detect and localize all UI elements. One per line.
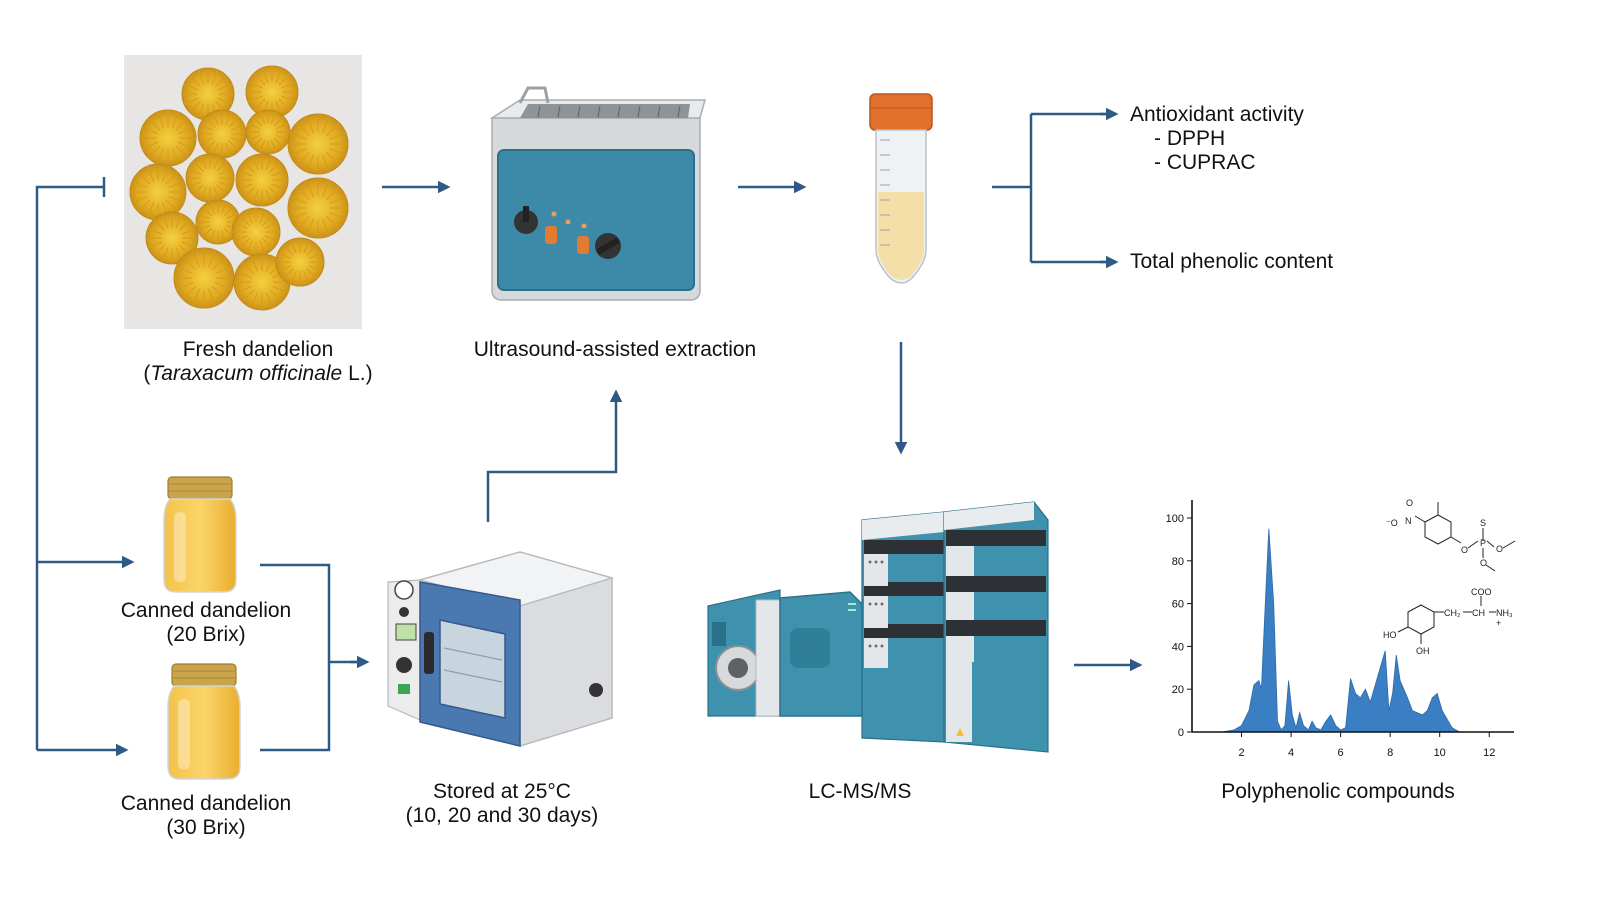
- x-tick-label: 6: [1338, 747, 1344, 759]
- canned-30-label: Canned dandelion (30 Brix): [96, 792, 316, 840]
- chem-nh3: NH₃: [1496, 608, 1513, 618]
- stored-duration: (10, 20 and 30 days): [405, 804, 599, 827]
- y-tick-label: 80: [1172, 556, 1184, 568]
- chem-plus: +: [1496, 618, 1501, 628]
- canned-20-name: Canned dandelion: [120, 599, 292, 622]
- falcon-tube-icon: [869, 93, 933, 284]
- lc-ms-ms-instrument-icon: [707, 501, 1049, 753]
- canned-30-brix: (30 Brix): [166, 816, 246, 839]
- fresh-dandelion-species: (Taraxacum officinale L.): [120, 362, 396, 386]
- oven-incubator-icon: [387, 551, 615, 747]
- chem-o2: O: [1496, 544, 1503, 554]
- canned-30-name: Canned dandelion: [120, 792, 292, 815]
- chem-p: P: [1480, 538, 1486, 548]
- chromatogram-series-area: [1206, 528, 1460, 733]
- chemical-structure-fenitrothion: [1414, 502, 1516, 572]
- canned-jar-20-brix-icon: [163, 476, 237, 593]
- chem-ho: HO: [1383, 630, 1397, 640]
- fresh-dandelion-photo: [124, 55, 362, 329]
- bracket-canned-to-oven: [260, 563, 366, 752]
- cuprac-item: - CUPRAC: [1154, 151, 1256, 174]
- species-name: Taraxacum officinale: [150, 362, 343, 385]
- y-tick-label: 20: [1172, 684, 1184, 696]
- paren-open: (: [143, 362, 151, 385]
- chem-o1: O: [1461, 545, 1468, 555]
- x-tick-label: 12: [1483, 747, 1495, 759]
- x-tick-label: 2: [1238, 747, 1244, 759]
- chem-coo: COO: [1471, 587, 1492, 597]
- flow-arrows: [35, 107, 1143, 757]
- antioxidant-title: Antioxidant activity: [1130, 103, 1304, 126]
- chem-ch2: CH₂: [1444, 608, 1461, 618]
- dandelion-flower-heads: [129, 65, 349, 311]
- y-tick-label: 0: [1178, 727, 1184, 739]
- tpc-label: Total phenolic content: [1130, 250, 1334, 273]
- chem-oh: OH: [1416, 646, 1430, 656]
- species-suffix: L.): [342, 362, 373, 385]
- chemical-labels: ⁻O N O S P O O O COO CH₂ CH NH₃ + HO OH: [1383, 498, 1513, 656]
- polyphenolic-label: Polyphenolic compounds: [1221, 780, 1455, 803]
- chem-ch: CH: [1472, 608, 1485, 618]
- fresh-dandelion-label: Fresh dandelion (Taraxacum officinale L.…: [120, 338, 396, 386]
- chem-o-minus: ⁻O: [1386, 518, 1398, 528]
- ultrasonic-bath-icon: [489, 86, 706, 301]
- stored-label: Stored at 25°C (10, 20 and 30 days): [382, 780, 622, 828]
- x-tick-label: 8: [1387, 747, 1393, 759]
- arrow-oven-to-ultrasound: [486, 389, 623, 522]
- lcms-label: LC-MS/MS: [808, 780, 912, 803]
- bracket-tube-to-assays: [992, 112, 1115, 264]
- canned-20-brix: (20 Brix): [166, 623, 246, 646]
- chem-n-plus: N: [1405, 516, 1412, 526]
- chromatogram-chart: 0 20 40 60 80 100 2 4 6 8 10 12: [1166, 500, 1514, 759]
- canned-jar-30-brix-icon: [167, 663, 241, 780]
- y-tick-label: 40: [1172, 641, 1184, 653]
- antioxidant-label: Antioxidant activity - DPPH - CUPRAC: [1130, 103, 1304, 175]
- chem-s: S: [1480, 518, 1486, 528]
- stored-temperature: Stored at 25°C: [433, 780, 571, 803]
- chem-o3: O: [1480, 558, 1487, 568]
- y-tick-label: 60: [1172, 599, 1184, 611]
- left-bracket-fresh-to-canned: [35, 177, 106, 750]
- canned-20-label: Canned dandelion (20 Brix): [96, 599, 316, 647]
- x-tick-label: 4: [1288, 747, 1294, 759]
- x-tick-label: 10: [1434, 747, 1446, 759]
- chem-o-top: O: [1406, 498, 1413, 508]
- dpph-item: - DPPH: [1154, 127, 1226, 150]
- y-tick-label: 100: [1166, 513, 1184, 525]
- ultrasound-label: Ultrasound-assisted extraction: [473, 338, 757, 361]
- fresh-dandelion-name: Fresh dandelion: [182, 338, 334, 361]
- chemical-structure-levodopa: [1397, 596, 1496, 644]
